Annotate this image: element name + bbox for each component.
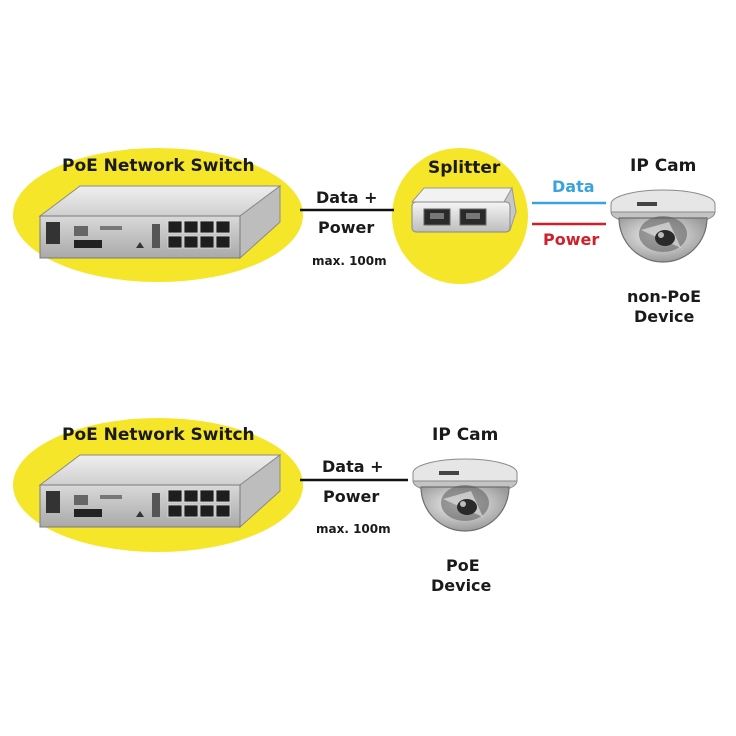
switch-label-bottom: PoE Network Switch bbox=[62, 425, 255, 445]
device-type-label-top-2: Device bbox=[634, 307, 695, 326]
ip-camera-top bbox=[610, 189, 716, 263]
switch-label-top: PoE Network Switch bbox=[62, 156, 255, 176]
link-label-data-bottom: Data + bbox=[322, 457, 384, 476]
link-distance-top: max. 100m bbox=[312, 254, 387, 268]
device-type-label-top-1: non-PoE bbox=[627, 287, 702, 306]
power-label: Power bbox=[543, 230, 600, 249]
link-label-power-bottom: Power bbox=[323, 487, 380, 506]
link-label-power-top: Power bbox=[318, 218, 375, 237]
data-label: Data bbox=[552, 177, 595, 196]
ip-camera-bottom bbox=[412, 458, 518, 532]
device-type-label-bottom-2: Device bbox=[431, 576, 492, 595]
device-type-label-bottom-1: PoE bbox=[446, 556, 480, 575]
link-label-data-top: Data + bbox=[316, 188, 378, 207]
splitter-device bbox=[410, 186, 517, 233]
ip-cam-label-bottom: IP Cam bbox=[432, 425, 499, 445]
link-distance-bottom: max. 100m bbox=[316, 522, 391, 536]
splitter-label: Splitter bbox=[428, 158, 501, 178]
network-switch-bottom bbox=[39, 454, 281, 528]
ip-cam-label-top: IP Cam bbox=[630, 156, 697, 176]
network-switch-top bbox=[39, 185, 281, 259]
